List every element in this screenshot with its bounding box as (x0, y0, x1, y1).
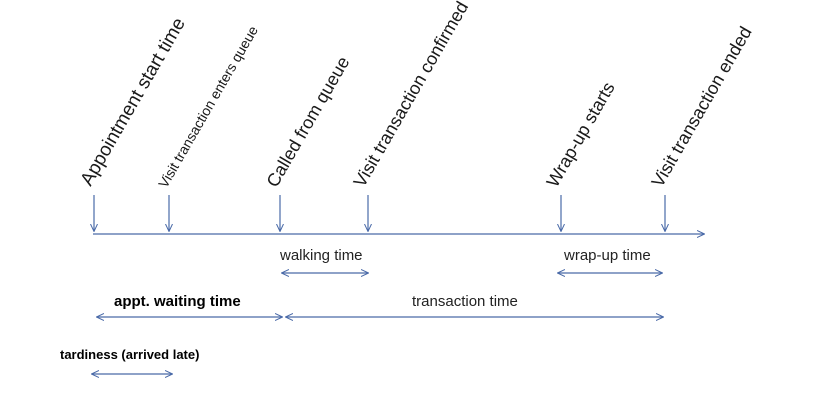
tardiness-label: tardiness (arrived late) (60, 347, 200, 362)
walking-time-label: walking time (280, 247, 363, 264)
transaction-time-label: transaction time (412, 293, 518, 310)
wrapup-time-label: wrap-up time (564, 247, 651, 264)
waiting-time-label: appt. waiting time (114, 293, 241, 310)
